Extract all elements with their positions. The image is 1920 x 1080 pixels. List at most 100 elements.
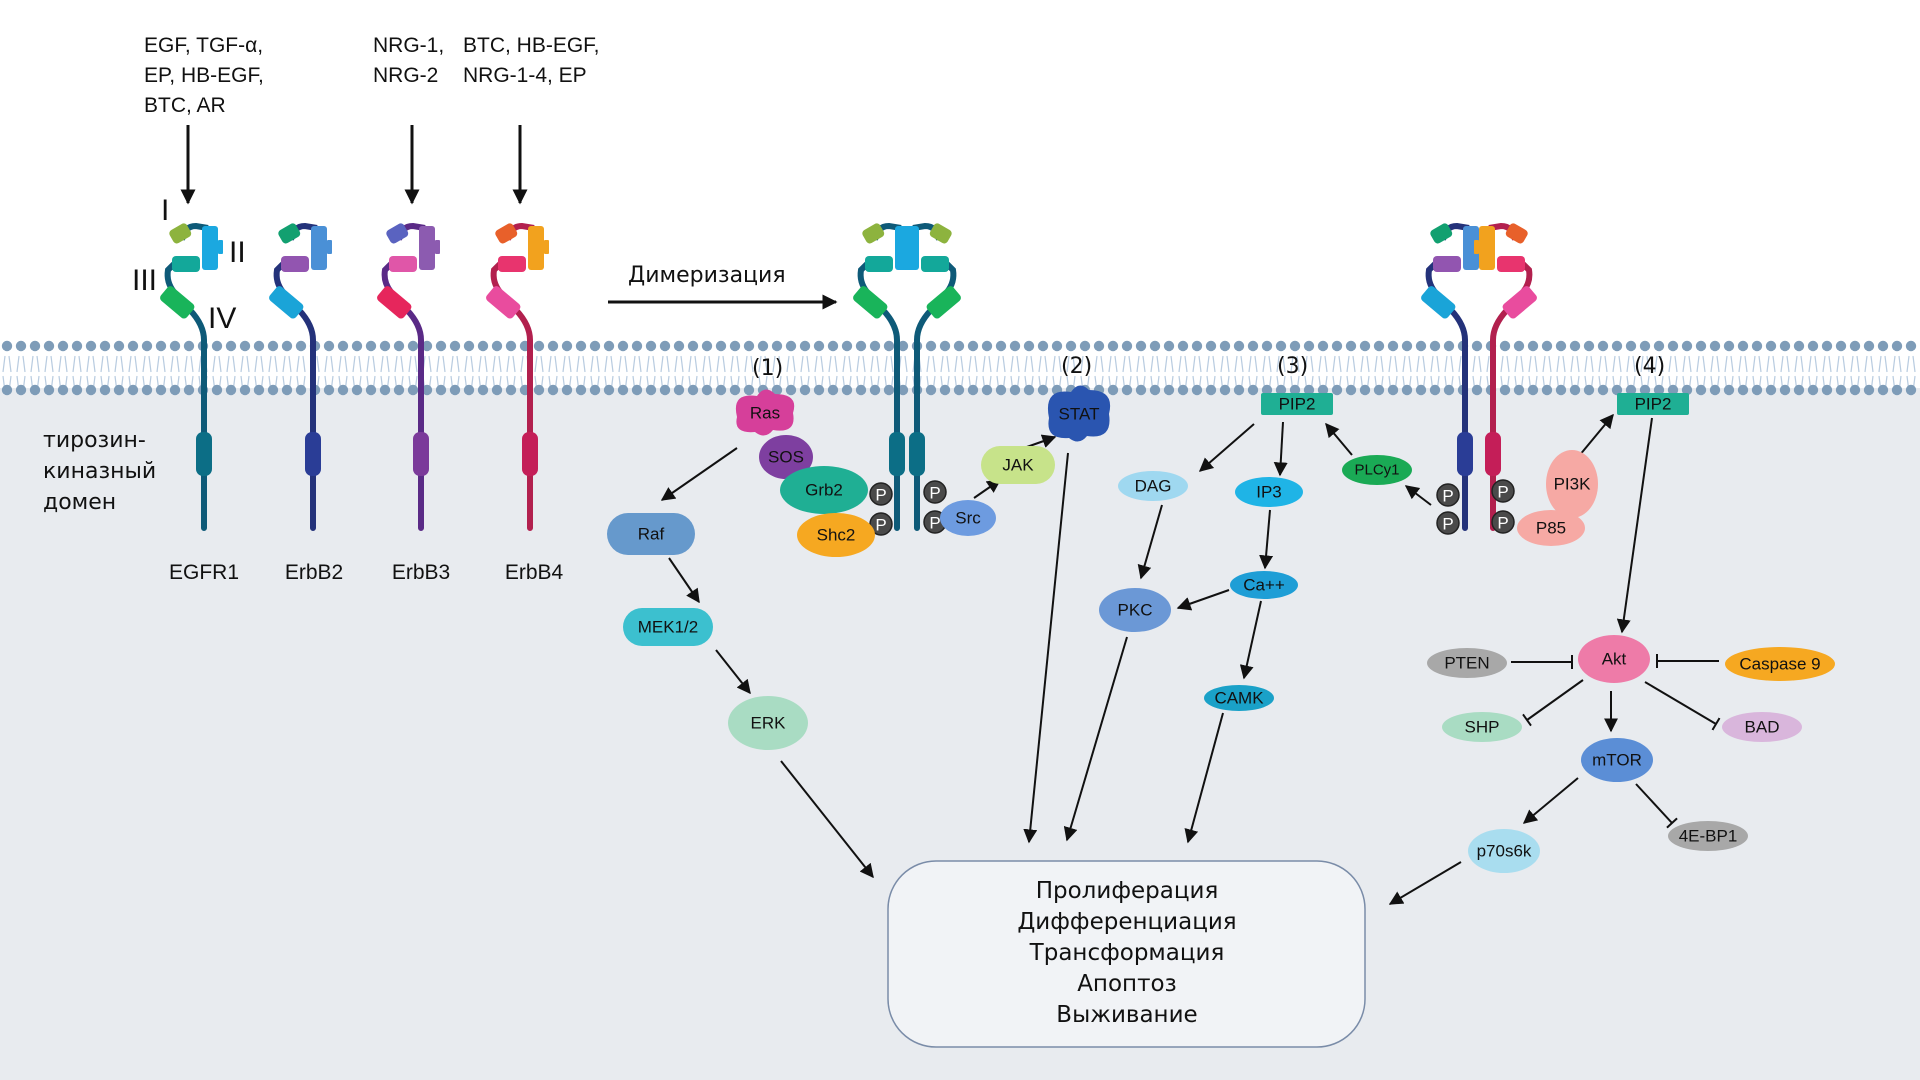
svg-text:IP3: IP3 (1256, 483, 1282, 502)
domain-label-iv: IV (208, 302, 236, 335)
lipid-head (295, 340, 307, 352)
lipid-head (1583, 340, 1595, 352)
svg-text:SOS: SOS (768, 448, 804, 467)
lipid-head (659, 384, 671, 396)
svg-text:ERK: ERK (751, 714, 787, 733)
lipid-head (659, 340, 671, 352)
arrow-raf-mek (668, 557, 700, 604)
arrow-ca-pkc (1176, 589, 1230, 611)
lipid-head (155, 340, 167, 352)
lipid-head (687, 384, 699, 396)
lipid-head (393, 340, 405, 352)
domain-iv (1421, 286, 1456, 319)
lipid-head (281, 384, 293, 396)
svg-text:mTOR: mTOR (1592, 751, 1642, 770)
domain-iii (1433, 256, 1461, 272)
lipid-head (1709, 340, 1721, 352)
lipid-head (1191, 384, 1203, 396)
dimerization-label: Димеризация (628, 263, 786, 288)
lipid-head (1751, 340, 1763, 352)
domain-i (862, 223, 885, 244)
svg-text:PLCy1: PLCy1 (1354, 462, 1399, 479)
lipid-head (1835, 340, 1847, 352)
lipid-head (813, 384, 825, 396)
domain-iii (1497, 256, 1525, 272)
lipid-head (155, 384, 167, 396)
receptor-erbb3 (377, 222, 440, 531)
svg-text:Caspase 9: Caspase 9 (1739, 655, 1820, 674)
receptor-label-erbb2: ErbB2 (285, 561, 343, 584)
lipid-head (1163, 340, 1175, 352)
lipid-head (1625, 384, 1637, 396)
node-pip2-3: PIP2 (1261, 393, 1333, 415)
lipid-head (1135, 384, 1147, 396)
domain-ii (903, 226, 919, 270)
kinase-domain (413, 432, 429, 476)
lipid-head (85, 340, 97, 352)
domain-iii (498, 256, 526, 272)
lipid-head (1275, 384, 1287, 396)
lipid-head (57, 384, 69, 396)
node-bad: BAD (1722, 712, 1802, 742)
lipid-head (463, 384, 475, 396)
node-erk: ERK (728, 696, 808, 750)
svg-text:STAT: STAT (1059, 405, 1100, 424)
inhibit-akt-shp (1522, 679, 1584, 727)
domain-iii (172, 256, 200, 272)
lipid-head (1401, 340, 1413, 352)
ligand-erbb3: NRG-1,NRG-2 (373, 34, 444, 87)
domain-label-ii: II (229, 236, 246, 269)
lipid-head (1737, 384, 1749, 396)
lipid-head (267, 384, 279, 396)
lipid-head (589, 340, 601, 352)
cell-membrane (0, 340, 1920, 396)
lipid-head (1779, 384, 1791, 396)
lipid-head (463, 340, 475, 352)
kinase-domain (909, 432, 925, 476)
node-p70s6k: p70s6k (1468, 829, 1540, 873)
lipid-head (1317, 340, 1329, 352)
lipid-head (1401, 384, 1413, 396)
receptor-egfr1 (160, 222, 223, 531)
lipid-head (533, 384, 545, 396)
lipid-head (1247, 340, 1259, 352)
lipid-head (561, 384, 573, 396)
lipid-head (1597, 384, 1609, 396)
lipid-head (1107, 384, 1119, 396)
lipid-head (337, 384, 349, 396)
lipid-head (29, 384, 41, 396)
node-caspase9: Caspase 9 (1725, 647, 1835, 681)
lipid-head (1261, 340, 1273, 352)
node-p85: P85 (1517, 510, 1585, 546)
domain-ii (311, 226, 327, 270)
lipid-head (15, 384, 27, 396)
lipid-head (1513, 340, 1525, 352)
svg-text:P: P (1442, 515, 1453, 534)
lipid-head (407, 384, 419, 396)
svg-text:Shc2: Shc2 (817, 526, 856, 545)
receptor-label-egfr1: EGFR1 (169, 561, 239, 584)
lipid-head (407, 340, 419, 352)
lipid-head (925, 384, 937, 396)
lipid-head (71, 384, 83, 396)
svg-text:PKC: PKC (1118, 601, 1153, 620)
lipid-head (617, 340, 629, 352)
receptor-erbb2 (269, 222, 332, 531)
lipid-head (1, 384, 13, 396)
node-pi3k: PI3K (1546, 450, 1598, 518)
lipid-head (211, 384, 223, 396)
lipid-head (981, 340, 993, 352)
lipid-head (589, 384, 601, 396)
lipid-head (841, 340, 853, 352)
svg-text:P: P (929, 484, 940, 503)
lipid-head (967, 384, 979, 396)
svg-text:JAK: JAK (1002, 456, 1034, 475)
lipid-head (141, 384, 153, 396)
lipid-head (1849, 384, 1861, 396)
lipid-head (1863, 340, 1875, 352)
lipid-head (771, 384, 783, 396)
lipid-head (491, 384, 503, 396)
lipid-head (1247, 384, 1259, 396)
domain-iv (486, 286, 521, 319)
